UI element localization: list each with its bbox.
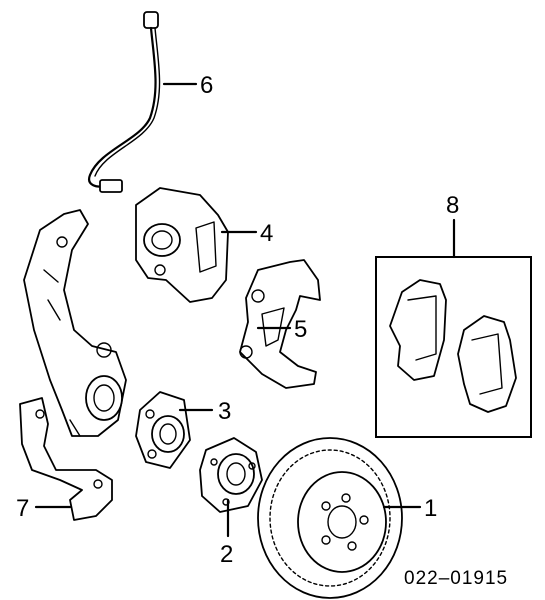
- callout-8: 8: [446, 192, 459, 219]
- steering-knuckle: [23, 209, 127, 437]
- callout-6: 6: [200, 72, 213, 99]
- diagram-reference-number: 022–01915: [404, 568, 508, 589]
- caliper-bracket: [239, 259, 321, 389]
- dust-shield: [19, 397, 113, 521]
- leader-lines: [34, 82, 456, 538]
- brake-pads-box: [375, 256, 532, 438]
- callout-4: 4: [260, 220, 273, 247]
- brake-rotor: [257, 437, 403, 599]
- callout-3: 3: [218, 398, 231, 425]
- hub-bearing: [135, 391, 191, 469]
- callout-1: 1: [424, 495, 437, 522]
- brake-hose: [88, 11, 161, 193]
- callout-7: 7: [16, 495, 29, 522]
- wheel-hub: [199, 437, 263, 513]
- callout-5: 5: [294, 316, 307, 343]
- callout-2: 2: [220, 541, 233, 568]
- caliper: [135, 187, 229, 303]
